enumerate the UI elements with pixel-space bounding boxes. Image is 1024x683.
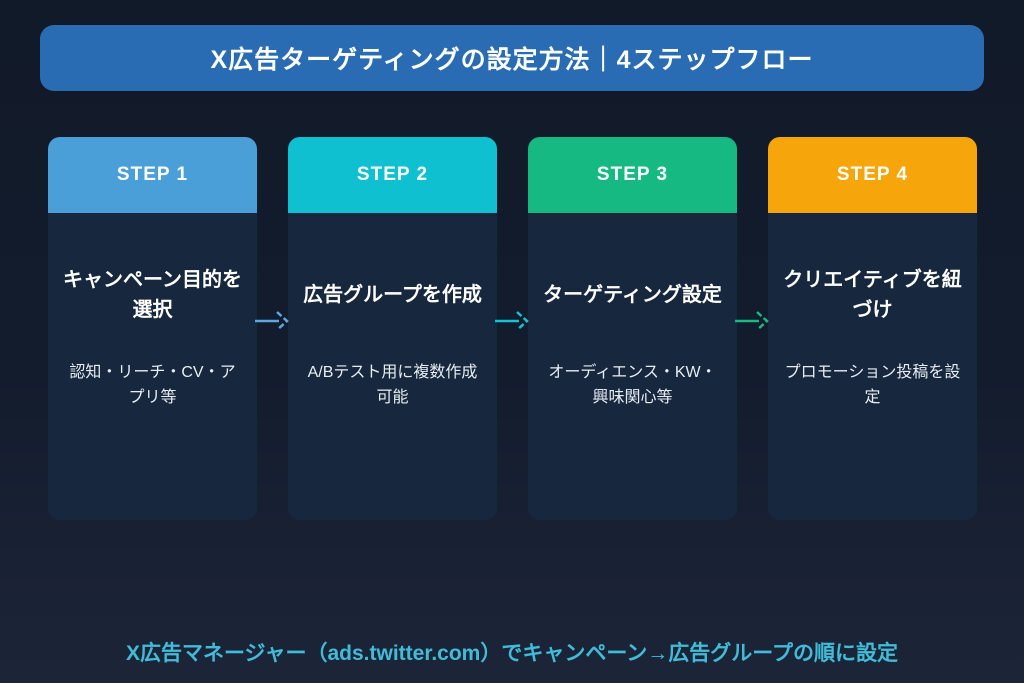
step-card-4: STEP 4 クリエイティブを紐づけ プロモーション投稿を設定 (768, 137, 977, 520)
step-card-2: STEP 2 広告グループを作成 A/Bテスト用に複数作成可能 (288, 137, 497, 520)
step-3-body: ターゲティング設定 オーディエンス・KW・興味関心等 (528, 213, 737, 520)
step-2-body: 広告グループを作成 A/Bテスト用に複数作成可能 (288, 213, 497, 520)
step-3-description: オーディエンス・KW・興味関心等 (548, 364, 717, 406)
step-4-title: クリエイティブを紐づけ (783, 269, 962, 321)
step-card-1: STEP 1 キャンペーン目的を選択 認知・リーチ・CV・アプリ等 (48, 137, 257, 520)
step-1-description: 認知・リーチ・CV・アプリ等 (69, 364, 236, 406)
step-2-description: A/Bテスト用に複数作成可能 (307, 364, 478, 406)
step-4-body: クリエイティブを紐づけ プロモーション投稿を設定 (768, 213, 977, 520)
step-card-3: STEP 3 ターゲティング設定 オーディエンス・KW・興味関心等 (528, 137, 737, 520)
page-title: X広告ターゲティングの設定方法｜4ステップフロー (40, 25, 984, 91)
step-1-body: キャンペーン目的を選択 認知・リーチ・CV・アプリ等 (48, 213, 257, 520)
right-arrow-icon (254, 307, 290, 335)
footer-note: X広告マネージャー（ads.twitter.com）でキャンペーン→広告グループ… (125, 642, 899, 665)
step-4-description: プロモーション投稿を設定 (784, 364, 961, 406)
step-2-title: 広告グループを作成 (303, 284, 482, 306)
step-4-header: STEP 4 (768, 137, 977, 213)
step-2-header: STEP 2 (288, 137, 497, 213)
right-arrow-icon (734, 307, 770, 335)
step-1-title: キャンペーン目的を選択 (63, 269, 242, 321)
step-3-header: STEP 3 (528, 137, 737, 213)
right-arrow-icon (494, 307, 530, 335)
step-flow: STEP 1 キャンペーン目的を選択 認知・リーチ・CV・アプリ等 STEP 2… (48, 137, 977, 520)
step-3-title: ターゲティング設定 (543, 284, 722, 306)
step-1-header: STEP 1 (48, 137, 257, 213)
